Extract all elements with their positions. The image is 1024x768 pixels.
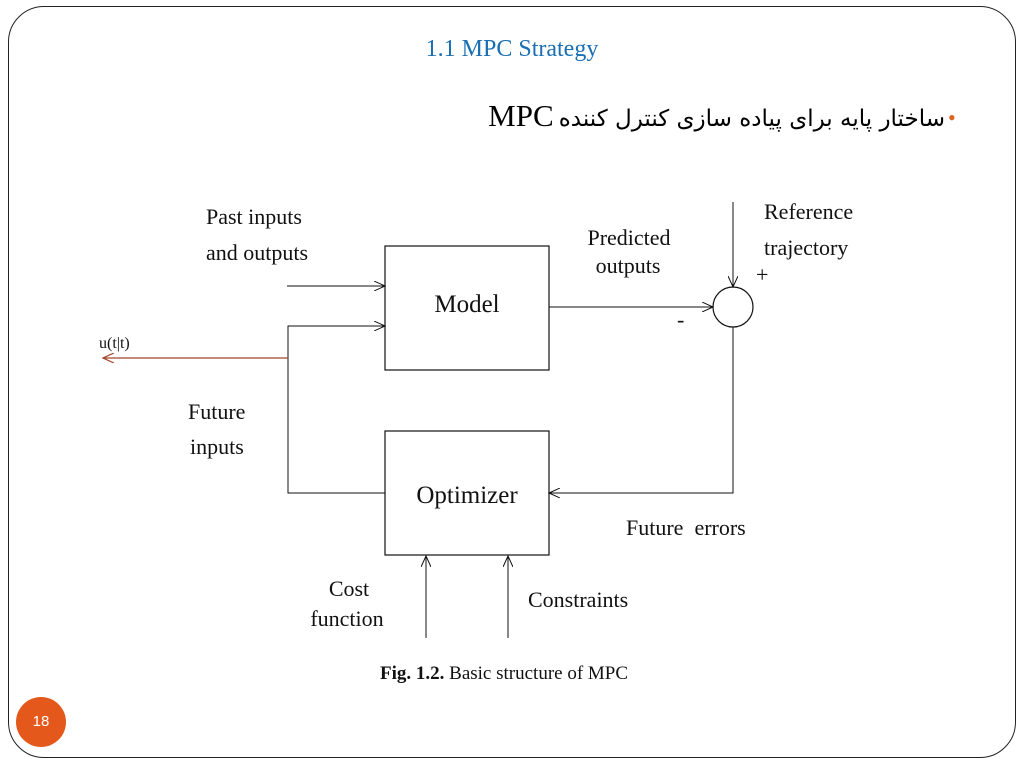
future-inputs-label-line1: Future bbox=[188, 399, 245, 424]
optimizer-label: Optimizer bbox=[416, 482, 518, 509]
slide-title: 1.1 MPC Strategy bbox=[425, 36, 599, 62]
plus-sign: + bbox=[756, 262, 768, 287]
constraints-label: Constraints bbox=[528, 587, 628, 612]
optimizer-block bbox=[384, 430, 550, 556]
reference-label-line1: Reference bbox=[764, 199, 853, 224]
bullet-marker-icon: • bbox=[948, 105, 956, 130]
cost-function-label-line1: Cost bbox=[329, 576, 369, 601]
past-inputs-label-line2: and outputs bbox=[206, 240, 308, 265]
cost-function-label-line2: function bbox=[310, 606, 383, 631]
past-inputs-label-line1: Past inputs bbox=[206, 204, 302, 229]
model-label: Model bbox=[434, 291, 499, 318]
minus-sign: - bbox=[677, 307, 684, 332]
figure-caption-text: Basic structure of MPC bbox=[444, 663, 628, 684]
bullet-item: ساختار پایه برای پیاده سازی کنترل کننده … bbox=[330, 98, 945, 138]
predicted-outputs-label-line2: outputs bbox=[596, 253, 661, 278]
future-errors-label: Future errors bbox=[626, 515, 746, 540]
slide-frame bbox=[8, 6, 1016, 758]
figure-caption-bold: Fig. 1.2. bbox=[380, 663, 444, 684]
reference-label-line2: trajectory bbox=[764, 235, 848, 260]
bullet-text: ساختار پایه برای پیاده سازی کنترل کننده bbox=[558, 106, 945, 132]
future-inputs-label-line2: inputs bbox=[190, 434, 244, 459]
page-number-badge: 18 bbox=[16, 697, 66, 747]
predicted-outputs-label-line1: Predicted bbox=[587, 225, 670, 250]
future-errors-path bbox=[549, 327, 734, 493]
future-inputs-path bbox=[287, 326, 385, 494]
bullet-acronym: MPC bbox=[488, 98, 554, 133]
model-block bbox=[384, 245, 550, 371]
figure-caption: Fig. 1.2. Basic structure of MPC bbox=[380, 663, 628, 684]
summing-junction bbox=[712, 286, 754, 328]
control-output-label: u(t|t) bbox=[99, 335, 130, 352]
